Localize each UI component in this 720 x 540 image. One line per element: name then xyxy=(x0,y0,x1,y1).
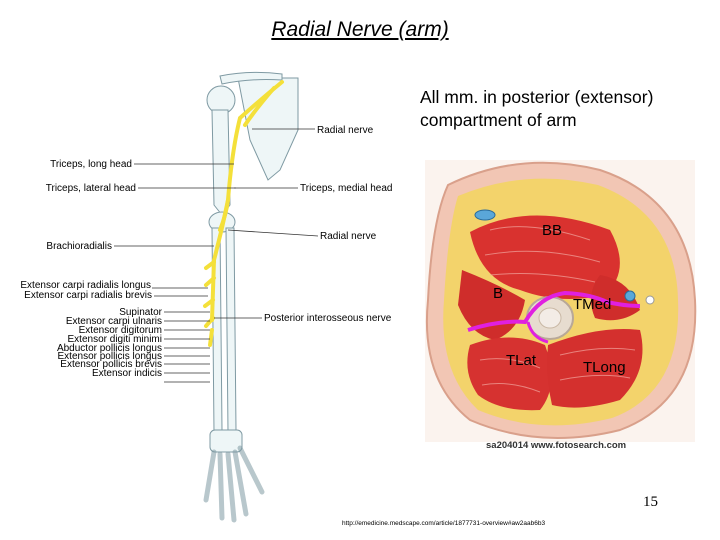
label-posterior-interosseous-nerve: Posterior interosseous nerve xyxy=(264,313,392,324)
label-edm: Extensor digiti minimi xyxy=(67,334,162,345)
label-radial-nerve-mid: Radial nerve xyxy=(320,231,377,242)
label-b: B xyxy=(493,285,504,302)
label-brachioradialis: Brachioradialis xyxy=(46,241,112,252)
page-number: 15 xyxy=(643,494,658,510)
label-radial-nerve-top: Radial nerve xyxy=(317,125,374,136)
label-ecrb: Extensor carpi radialis brevis xyxy=(24,290,152,301)
label-supinator: Supinator xyxy=(119,307,162,318)
label-triceps-lateral-head: Triceps, lateral head xyxy=(45,183,136,194)
label-tmed: TMed xyxy=(573,296,612,313)
slide-title: Radial Nerve (arm) xyxy=(271,18,449,41)
label-triceps-long-head: Triceps, long head xyxy=(50,159,132,170)
label-apl: Abductor pollicis longus xyxy=(56,343,162,354)
description-text: All mm. in posterior (extensor) compartm… xyxy=(420,87,654,130)
label-triceps-medial-head: Triceps, medial head xyxy=(300,183,393,194)
label-tlat: TLat xyxy=(506,352,537,369)
image-watermark: sa204014 www.fotosearch.com xyxy=(486,440,627,451)
label-epb: Extensor pollicis brevis xyxy=(60,359,162,370)
label-epl: Extensor pollicis longus xyxy=(57,351,163,362)
label-ecrl: Extensor carpi radialis longus xyxy=(20,280,151,291)
label-ecu: Extensor carpi ulnaris xyxy=(65,316,162,327)
label-ei: Extensor indicis xyxy=(91,368,162,379)
label-tlong: TLong xyxy=(583,359,626,376)
label-bb: BB xyxy=(542,222,563,239)
label-ed: Extensor digitorum xyxy=(78,325,162,336)
source-url: http://emedicine.medscape.com/article/18… xyxy=(342,520,546,527)
